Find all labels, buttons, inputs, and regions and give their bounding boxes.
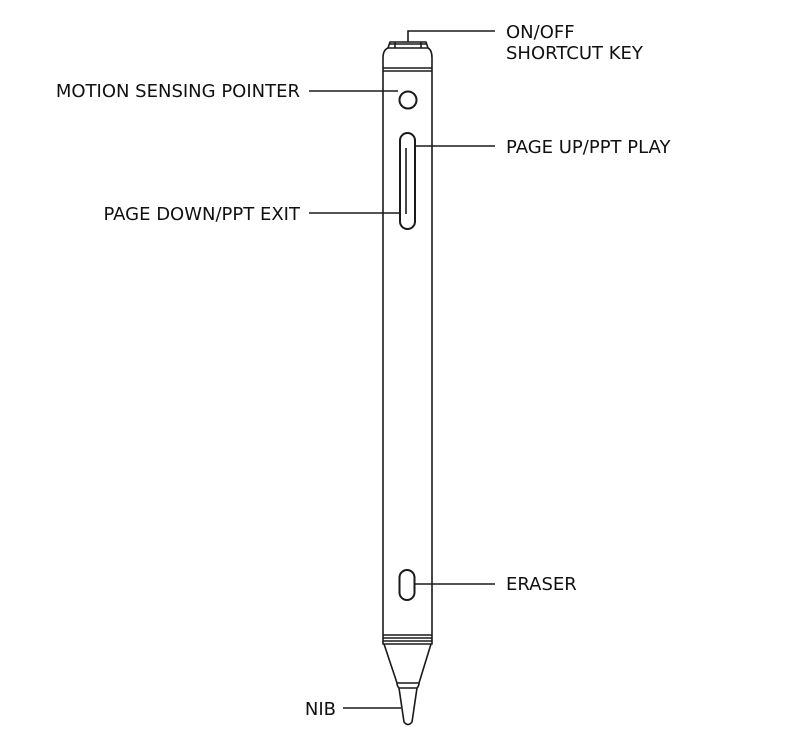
leader-lines [309, 30, 495, 709]
label-shortcut-key: SHORTCUT KEY [506, 43, 644, 64]
callout-labels: ON/OFF SHORTCUT KEY MOTION SENSING POINT… [56, 22, 672, 720]
page-rocker-button [399, 132, 416, 230]
label-page-up: PAGE UP/PPT PLAY [506, 137, 671, 158]
label-on-off: ON/OFF [506, 22, 575, 43]
label-nib: NIB [305, 699, 336, 720]
label-page-down: PAGE DOWN/PPT EXIT [103, 204, 301, 225]
stylus-nib [396, 682, 420, 726]
eraser-button [398, 569, 416, 601]
on-off-leader [407, 30, 495, 42]
motion-sensing-pointer-button [398, 90, 418, 110]
stylus-cone [383, 643, 432, 684]
label-eraser: ERASER [506, 574, 577, 595]
label-motion-sensing-pointer: MOTION SENSING POINTER [56, 81, 300, 102]
on-off-key [387, 41, 429, 49]
stylus-barrel [382, 47, 433, 645]
stylus [382, 41, 433, 726]
